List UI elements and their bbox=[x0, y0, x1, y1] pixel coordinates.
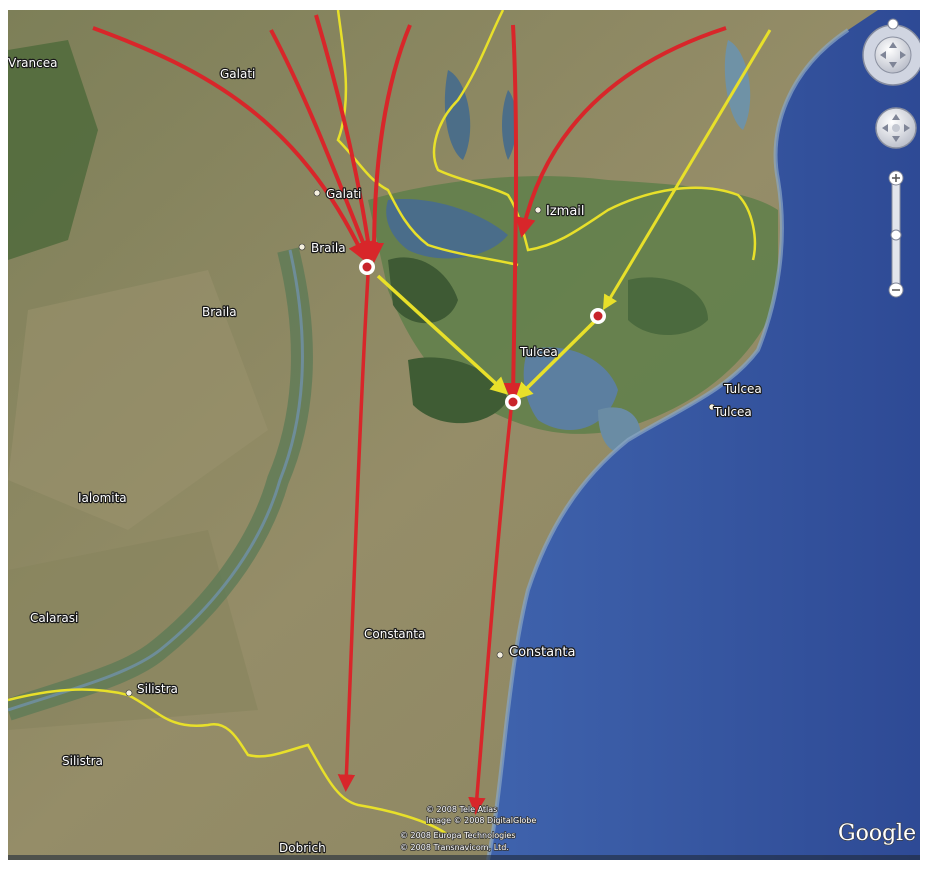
red-route-arrow bbox=[314, 14, 379, 263]
red-route-arrow bbox=[364, 24, 412, 263]
border-line bbox=[336, 10, 519, 267]
city-dot bbox=[125, 689, 133, 697]
yellow-route-arrow bbox=[602, 29, 772, 311]
attribution-line: © 2008 Tele Atlas bbox=[426, 805, 497, 814]
yellow-route-arrow bbox=[515, 318, 598, 400]
place-label-silistra-city: Silistra bbox=[137, 682, 178, 696]
lake bbox=[386, 199, 508, 259]
farmland-texture bbox=[8, 270, 268, 530]
location-marker[interactable] bbox=[590, 308, 606, 324]
place-label-calarasi: Calarasi bbox=[30, 611, 78, 625]
location-marker[interactable] bbox=[359, 259, 375, 275]
red-route-arrow bbox=[468, 409, 513, 815]
place-label-ialomita: Ialomita bbox=[78, 491, 127, 505]
danube-river-water bbox=[8, 249, 304, 712]
status-bar bbox=[8, 855, 920, 860]
move-joystick-icon[interactable] bbox=[875, 107, 917, 149]
place-label-braila-city: Braila bbox=[311, 241, 346, 255]
red-route-arrow bbox=[269, 29, 373, 263]
google-logo: Google bbox=[838, 821, 916, 846]
place-label-vrancea: Vrancea bbox=[8, 56, 57, 70]
place-label-silistra-region: Silistra bbox=[62, 754, 103, 768]
place-label-galati-region: Galati bbox=[220, 67, 255, 81]
red-route-arrow bbox=[515, 26, 727, 238]
red-route-arrow bbox=[92, 26, 367, 263]
city-dot bbox=[298, 243, 306, 251]
black-sea bbox=[488, 10, 920, 860]
city-dot bbox=[708, 403, 716, 411]
place-label-constanta-region: Constanta bbox=[364, 627, 425, 641]
place-label-tulcea-3: Tulcea bbox=[713, 405, 752, 419]
delta-darker-patch bbox=[388, 257, 458, 324]
zoom-slider[interactable] bbox=[890, 171, 902, 298]
coastline bbox=[486, 28, 850, 860]
attribution-line: © 2008 Transnavicom, Ltd. bbox=[400, 843, 509, 852]
minus-icon[interactable] bbox=[888, 282, 904, 298]
delta-darker-patch bbox=[628, 277, 708, 335]
north-indicator-icon[interactable] bbox=[887, 18, 899, 30]
place-label-tulcea-1: Tulcea bbox=[519, 345, 558, 359]
city-dot bbox=[534, 206, 542, 214]
border-line bbox=[8, 688, 449, 837]
satellite-map[interactable]: Vrancea Galati Galati Braila Braila Izma… bbox=[8, 10, 920, 860]
place-label-constanta-city: Constanta bbox=[509, 645, 575, 660]
place-label-tulcea-2: Tulcea bbox=[723, 382, 762, 396]
place-label-braila-region: Braila bbox=[202, 305, 237, 319]
red-route-arrow bbox=[337, 274, 370, 792]
plus-icon[interactable] bbox=[888, 170, 904, 186]
red-route-arrow bbox=[503, 24, 524, 403]
city-dot bbox=[496, 651, 504, 659]
yellow-route-arrow bbox=[376, 274, 509, 395]
place-label-izmail: Izmail bbox=[546, 204, 585, 219]
place-label-dobrich: Dobrich bbox=[279, 841, 326, 855]
attribution-line: © 2008 Europa Technologies bbox=[400, 831, 516, 840]
attribution-line: Image © 2008 DigitalGlobe bbox=[426, 816, 536, 825]
look-joystick-icon[interactable] bbox=[862, 24, 920, 86]
location-marker[interactable] bbox=[505, 394, 521, 410]
place-label-galati-city: Galati bbox=[326, 187, 361, 201]
forest-area bbox=[8, 40, 98, 260]
city-dot bbox=[313, 189, 321, 197]
lake bbox=[502, 90, 517, 160]
